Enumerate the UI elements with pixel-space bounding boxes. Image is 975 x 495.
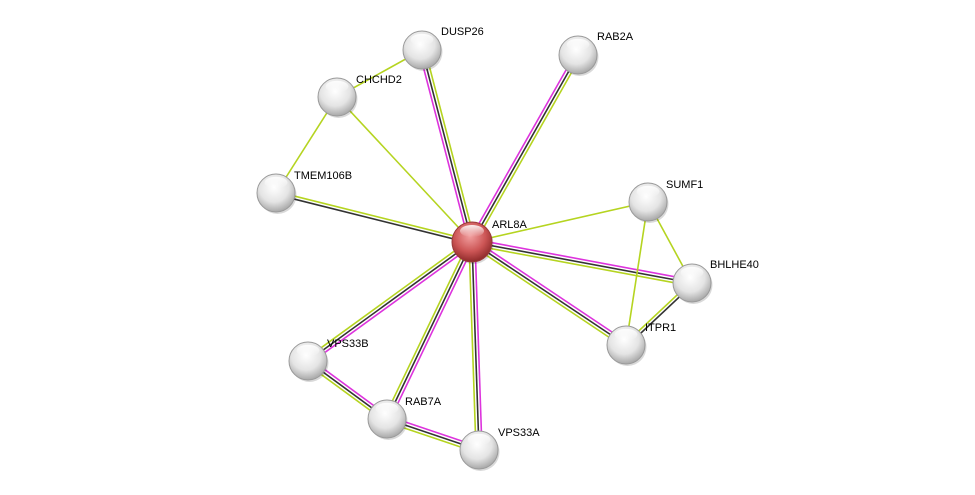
edge-line-coexpression	[421, 49, 473, 243]
edge-line-textmining	[424, 49, 476, 242]
edge-line-textmining	[471, 201, 649, 243]
node-highlight	[614, 328, 638, 341]
edge-line-coexpression	[275, 193, 472, 245]
node-label: SUMF1	[666, 179, 703, 191]
edge-line-experiments	[474, 241, 483, 450]
edge-line-textmining	[469, 243, 625, 349]
node-ARL8A[interactable]: ARL8A	[451, 219, 528, 264]
node-highlight	[680, 266, 704, 279]
node-label: BHLHE40	[710, 259, 759, 271]
node-VPS33A[interactable]: VPS33A	[459, 427, 540, 471]
edge-ARL8A-SUMF1[interactable]	[471, 201, 649, 243]
edge-line-coexpression	[471, 241, 480, 451]
edge-ARL8A-VPS33B[interactable]	[305, 238, 475, 365]
node-CHCHD2[interactable]: CHCHD2	[317, 74, 402, 118]
node-label: RAB7A	[405, 396, 442, 408]
edge-line-experiments	[472, 238, 693, 281]
edge-line-textmining	[468, 242, 477, 451]
node-label: DUSP26	[441, 26, 484, 38]
edge-ARL8A-TMEM106B[interactable]	[275, 190, 473, 245]
node-ITPR1[interactable]: ITPR1	[606, 322, 676, 366]
edge-ARL8A-CHCHD2[interactable]	[336, 96, 473, 243]
edge-line-experiments	[418, 50, 470, 243]
edge-line-textmining	[625, 201, 649, 346]
edge-line-experiments	[309, 243, 475, 365]
node-label: CHCHD2	[356, 74, 402, 86]
node-highlight	[566, 38, 590, 51]
node-RAB2A[interactable]: RAB2A	[558, 31, 634, 76]
edge-line-coexpression	[471, 241, 627, 346]
node-label: ITPR1	[645, 322, 676, 334]
node-label: VPS33A	[498, 427, 540, 439]
node-RAB7A[interactable]: RAB7A	[367, 396, 442, 440]
edge-line-textmining	[473, 56, 582, 244]
edge-SUMF1-ITPR1[interactable]	[625, 201, 649, 346]
edge-line-experiments	[468, 53, 577, 241]
edge-line-coexpression	[386, 241, 473, 420]
edge-line-textmining	[383, 240, 471, 419]
edges-layer	[275, 49, 694, 454]
node-highlight	[460, 225, 484, 237]
node-highlight	[264, 176, 288, 189]
edge-ARL8A-VPS33A[interactable]	[468, 241, 483, 451]
edge-ARL8A-DUSP26[interactable]	[418, 49, 476, 243]
edge-line-textmining	[276, 190, 473, 242]
edge-line-coexpression	[471, 241, 693, 284]
node-highlight	[325, 80, 349, 93]
node-DUSP26[interactable]: DUSP26	[402, 26, 484, 71]
node-highlight	[410, 33, 434, 46]
node-highlight	[636, 185, 660, 198]
edge-line-textmining	[336, 96, 473, 243]
edge-ARL8A-RAB2A[interactable]	[468, 53, 582, 244]
node-BHLHE40[interactable]: BHLHE40	[672, 259, 759, 304]
edge-ARL8A-RAB7A[interactable]	[383, 240, 476, 421]
node-label: VPS33B	[327, 338, 369, 350]
edge-line-experiments	[473, 238, 629, 344]
edge-line-textmining	[305, 238, 471, 360]
node-label: ARL8A	[492, 219, 528, 231]
node-label: TMEM106B	[294, 170, 352, 182]
node-highlight	[467, 433, 491, 446]
node-TMEM106B[interactable]: TMEM106B	[256, 170, 352, 214]
node-label: RAB2A	[597, 31, 634, 43]
node-VPS33B[interactable]: VPS33B	[288, 338, 369, 382]
node-highlight	[375, 402, 399, 415]
edge-ARL8A-ITPR1[interactable]	[469, 238, 629, 349]
edge-line-coexpression	[471, 54, 579, 243]
edge-line-textmining	[471, 244, 692, 287]
node-highlight	[296, 344, 320, 357]
edge-line-coexpression	[307, 241, 473, 362]
edge-line-experiments	[388, 242, 476, 421]
node-SUMF1[interactable]: SUMF1	[628, 179, 703, 223]
edge-ARL8A-BHLHE40[interactable]	[471, 238, 693, 287]
